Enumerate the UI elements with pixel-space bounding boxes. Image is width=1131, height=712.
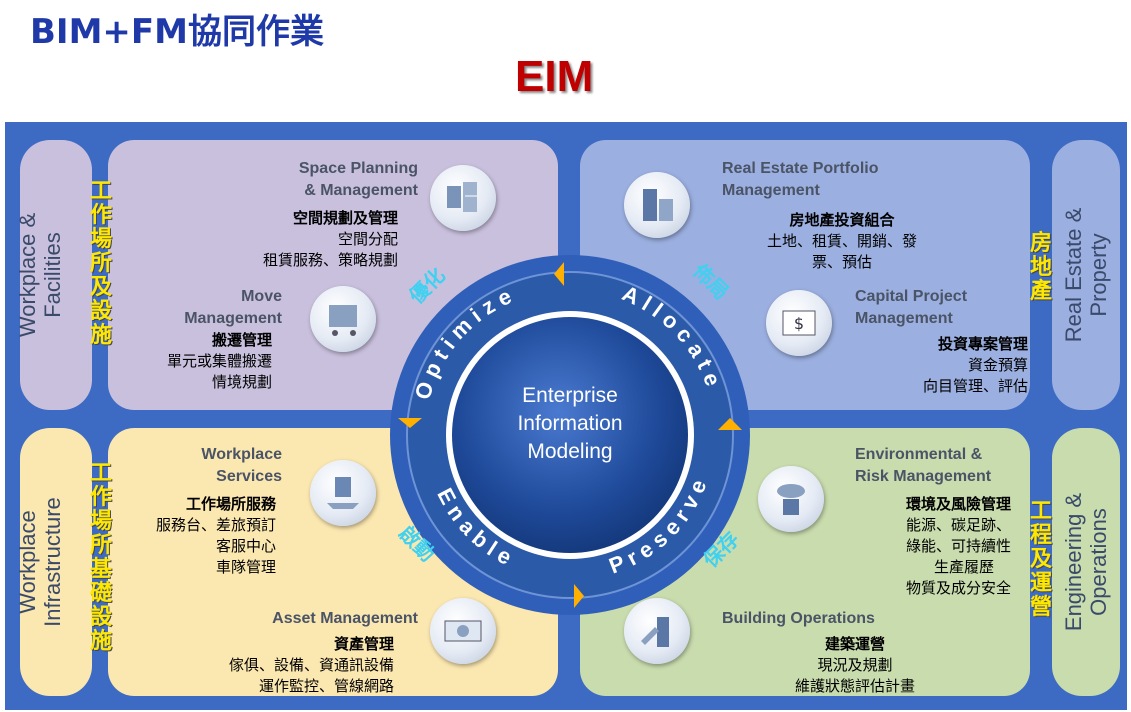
side-pill-workplace-facilities (20, 140, 92, 410)
spm-en-title: Space Planning& Management (298, 160, 418, 199)
currency-icon: $ (766, 290, 832, 356)
building-icon (624, 172, 690, 238)
rep-zh: 房地產投資組合土地、租賃、開銷、發票、預估 (766, 211, 917, 271)
cart-icon (310, 286, 376, 352)
arrow-top-icon (554, 262, 564, 286)
arrow-left-icon (398, 418, 422, 428)
central-ring: Optimize Allocate Enable Preserve Enterp… (390, 255, 750, 615)
erm-zh: 環境及風險管理能源、碳足跡、綠能、可持續性生產履歷物質及成分安全 (906, 495, 1012, 597)
arrow-right-icon (718, 418, 742, 430)
erm-en-title: Environmental &Risk Management (855, 446, 992, 485)
am-en-title: Asset Management (272, 610, 418, 627)
center-line-1: Enterprise (522, 384, 618, 407)
side-zh-real-estate: 房地產 (1029, 231, 1052, 304)
side-label-engineering: Engineering &Operations (1061, 492, 1111, 632)
move-zh: 搬遷管理單元或集體搬遷情境規劃 (166, 331, 272, 391)
service-icon (310, 460, 376, 526)
money-icon (430, 598, 496, 664)
side-pill-workplace-infrastructure (20, 428, 92, 696)
side-zh-workplace-facilities: 工作場所及設施 (89, 179, 112, 348)
side-zh-workplace-infrastructure: 工作場所基礎設施 (89, 461, 112, 654)
spm-zh: 空間規劃及管理空間分配租賃服務、策略規劃 (262, 209, 398, 269)
ws-zh: 工作場所服務服務台、差旅預訂客服中心車隊管理 (155, 495, 276, 576)
floorplan-icon (430, 165, 496, 231)
side-pill-engineering (1052, 428, 1120, 696)
am-zh: 資產管理傢俱、設備、資通訊設備運作監控、管線網路 (228, 635, 394, 695)
page-subtitle: EIM (515, 52, 594, 101)
side-zh-engineering: 工程及運營 (1029, 499, 1052, 620)
center-line-3: Modeling (527, 440, 612, 463)
wrench-icon (624, 598, 690, 664)
side-label-real-estate: Real Estate &Property (1061, 207, 1111, 343)
side-pill-real-estate (1052, 140, 1120, 410)
weather-icon (758, 466, 824, 532)
center-line-2: Information (517, 412, 622, 435)
arrow-bottom-icon (574, 584, 584, 608)
page-title: BIM+FM協同作業 (30, 12, 324, 52)
bo-en-title: Building Operations (722, 610, 875, 627)
side-label-workplace-facilities: Workplace &Facilities (15, 212, 65, 338)
center-core (452, 317, 688, 553)
cpm-zh: 投資專案管理資金預算向目管理、評估 (922, 335, 1028, 395)
svg-text:$: $ (794, 314, 804, 333)
bo-zh: 建築運營現況及規劃維護狀態評估計畫 (794, 635, 915, 695)
